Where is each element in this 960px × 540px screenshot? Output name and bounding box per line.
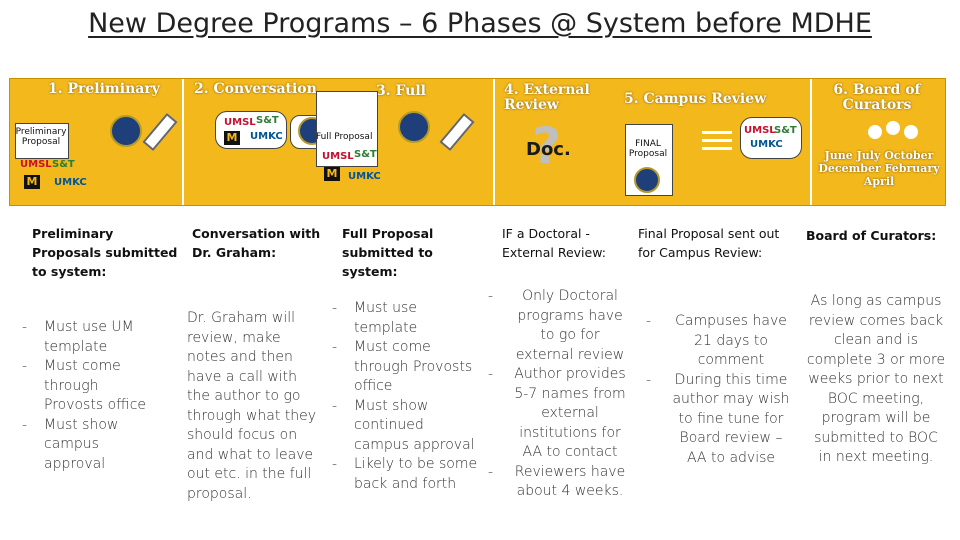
- list-item: Reviewers have about 4 weeks.: [488, 463, 630, 502]
- phase-1-label: 1. Preliminary: [48, 81, 160, 97]
- phases-banner: 1. Preliminary 2. Conversation 3. Full 4…: [9, 78, 946, 206]
- mizzou-logo: M: [324, 167, 340, 181]
- phase-3-label: 3. Full: [376, 83, 426, 99]
- list-item: Only Doctoral programs have to go for ex…: [488, 287, 630, 365]
- pencil-icon: [142, 112, 178, 152]
- banner-divider: [493, 79, 495, 205]
- umsl-logo: UMSL: [20, 159, 52, 170]
- question-mark-icon: ?: [532, 117, 562, 175]
- sandt-logo: S&T: [256, 115, 279, 126]
- list-item: Must come through Provosts office: [332, 338, 482, 397]
- speech-bubble-icon: [740, 117, 802, 159]
- pencil-icon: [439, 112, 475, 152]
- list-item: Must use template: [332, 299, 482, 338]
- preliminary-proposal-doc-icon: [15, 123, 69, 159]
- col-6-paragraph: As long as campus review comes back clea…: [806, 293, 946, 465]
- col-1-header: Preliminary Proposals submitted to syste…: [32, 226, 178, 279]
- list-item: Must come through Provosts office: [22, 357, 162, 416]
- col-4-header: IF a Doctoral - External Review:: [502, 226, 606, 260]
- slide-title: New Degree Programs – 6 Phases @ System …: [88, 8, 872, 39]
- list-item: Must use UM template: [22, 318, 162, 357]
- sandt-logo: S&T: [52, 159, 75, 170]
- umsl-logo: UMSL: [322, 151, 354, 162]
- list-item: During this time author may wish to fine…: [646, 371, 794, 469]
- university-seal-icon: [110, 115, 142, 147]
- col-1-body: Must use UM template Must come through P…: [22, 318, 162, 474]
- umkc-logo: UMKC: [54, 177, 87, 188]
- motion-lines-icon: [702, 131, 732, 134]
- col-3-header: Full Proposal submitted to system:: [342, 226, 434, 279]
- umkc-logo: UMKC: [348, 171, 381, 182]
- phase-2-label: 2. Conversation: [194, 81, 317, 97]
- col-3-body: Must use template Must come through Prov…: [332, 299, 482, 494]
- final-proposal-label: FINAL Proposal: [628, 139, 668, 159]
- col-2-header: Conversation with Dr. Graham:: [192, 226, 321, 260]
- sandt-logo: S&T: [774, 125, 797, 136]
- mizzou-logo: M: [224, 131, 240, 145]
- board-meeting-months: June July October December February Apri…: [818, 149, 940, 188]
- full-proposal-doc-icon: [316, 91, 378, 167]
- list-item: Author provides 5-7 names from external …: [488, 365, 630, 463]
- banner-divider: [182, 79, 184, 205]
- umsl-logo: UMSL: [224, 117, 256, 128]
- umkc-logo: UMKC: [250, 131, 283, 142]
- phase-6-label: 6. Board of Curators: [833, 82, 921, 113]
- col-4-body: Only Doctoral programs have to go for ex…: [488, 287, 630, 502]
- col-2-paragraph: Dr. Graham will review, make notes and t…: [187, 310, 317, 502]
- umkc-logo: UMKC: [750, 139, 783, 150]
- sandt-logo: S&T: [354, 149, 377, 160]
- phase-5-label: 5. Campus Review: [624, 91, 767, 107]
- people-group-icon: [868, 119, 922, 145]
- list-item: Must show continued campus approval: [332, 397, 482, 456]
- list-item: Campuses have 21 days to comment: [646, 312, 794, 371]
- phase-4-label: 4. External Review: [504, 82, 590, 113]
- mizzou-logo: M: [24, 175, 40, 189]
- university-seal-icon: [634, 167, 660, 193]
- col-6-header: Board of Curators:: [806, 228, 937, 243]
- university-seal-icon: [398, 111, 430, 143]
- list-item: Must show campus approval: [22, 416, 162, 475]
- col-5-body: Campuses have 21 days to comment During …: [646, 312, 794, 468]
- preliminary-proposal-label: Preliminary Proposal: [15, 127, 67, 147]
- full-proposal-label: Full Proposal: [316, 132, 373, 142]
- umsl-logo: UMSL: [744, 125, 776, 136]
- col-5-header: Final Proposal sent out for Campus Revie…: [638, 226, 780, 260]
- list-item: Likely to be some back and forth: [332, 455, 482, 494]
- doc-label: Doc.: [526, 139, 571, 160]
- banner-divider: [810, 79, 812, 205]
